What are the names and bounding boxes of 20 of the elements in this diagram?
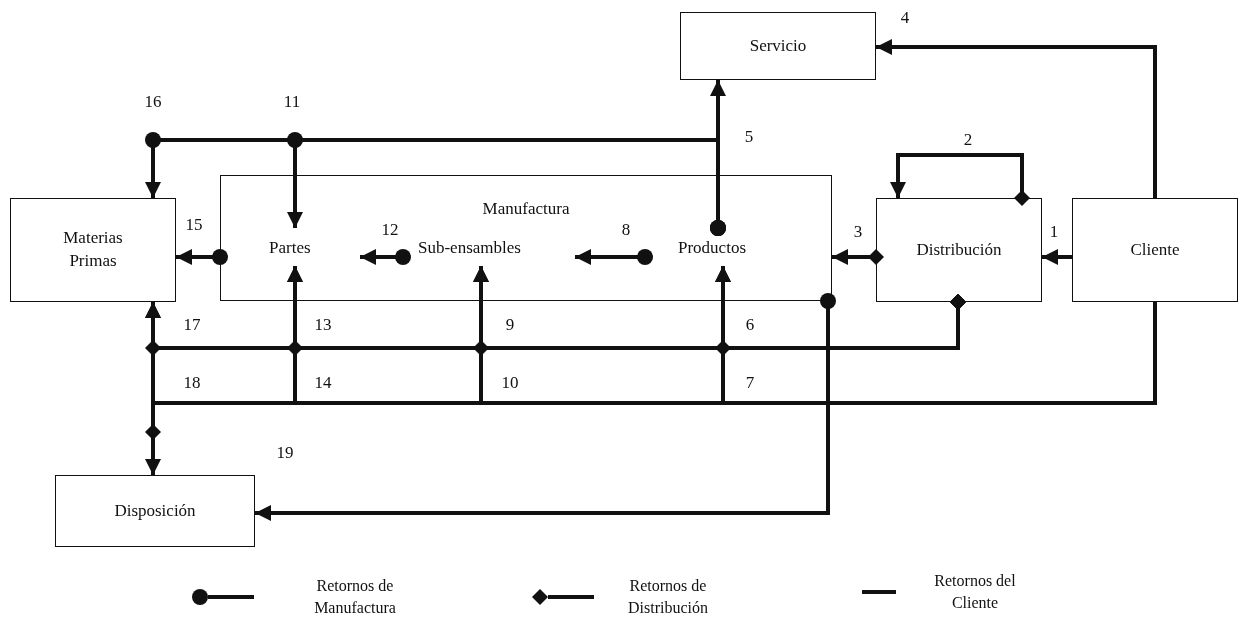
arrow — [890, 153, 1030, 206]
process-box — [680, 12, 876, 80]
arrow — [832, 249, 884, 265]
arrow — [360, 249, 411, 265]
arrow — [876, 39, 1157, 198]
legend-text: Retornos de Manufactura — [313, 576, 397, 618]
process-box — [1072, 198, 1238, 302]
group-box — [220, 175, 832, 301]
process-box — [55, 475, 255, 547]
arrow — [145, 302, 1157, 405]
arrow — [255, 293, 836, 521]
arrow — [145, 294, 966, 475]
legend-text: Retornos del Cliente — [933, 571, 1017, 613]
arrow — [145, 138, 726, 236]
arrow — [176, 249, 228, 265]
arrow — [1042, 249, 1072, 265]
process-box — [876, 198, 1042, 302]
process-box — [10, 198, 176, 302]
legend-text: Retornos de Distribución — [627, 576, 709, 618]
arrow — [575, 249, 653, 265]
